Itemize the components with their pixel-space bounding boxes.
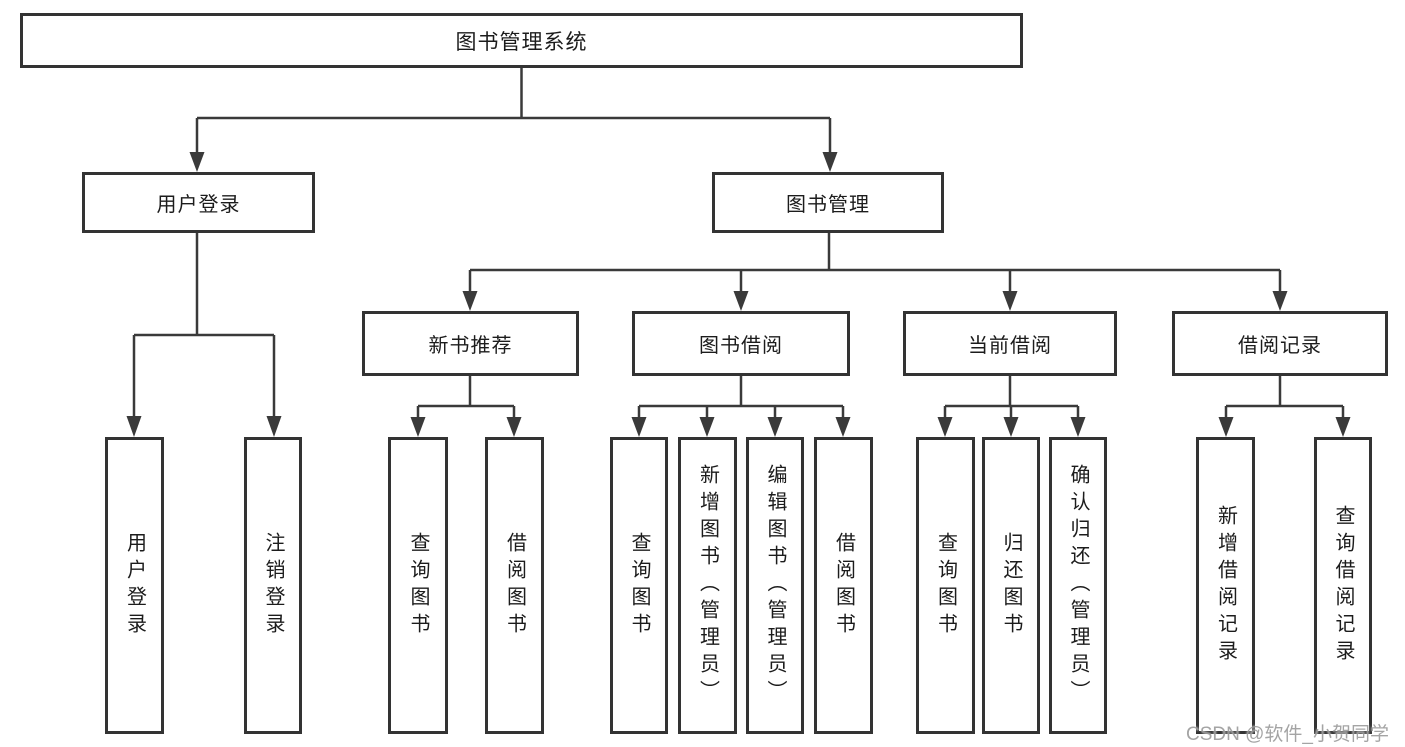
edge-user-login-to-children [126,233,282,437]
leaf-logout: 注销登录 [244,437,302,734]
leaf-borrow-edit-books-admin: 编辑图书（管理员） [746,437,804,734]
edge-new-book-to-children [410,376,522,437]
leaf-newbook-query-books: 查询图书 [388,437,448,734]
edge-book-borrow-to-children [631,376,851,437]
edge-borrow-record-to-children [1218,376,1351,437]
node-book-management: 图书管理 [712,172,944,233]
node-book-borrowing: 图书借阅 [632,311,850,376]
edge-current-borrow-to-children [937,376,1086,437]
csdn-watermark: CSDN @软件_小贺同学 [1186,724,1389,745]
node-library-system: 图书管理系统 [20,13,1023,68]
edge-root-to-children [189,68,838,172]
leaf-borrow-query-books: 查询图书 [610,437,668,734]
leaf-records-add-record: 新增借阅记录 [1196,437,1255,734]
node-new-book-recommend: 新书推荐 [362,311,579,376]
leaf-newbook-borrow-books: 借阅图书 [485,437,544,734]
leaf-borrow-borrow-books: 借阅图书 [814,437,873,734]
edge-book-mgmt-to-children [462,233,1288,311]
node-borrowing-records: 借阅记录 [1172,311,1388,376]
leaf-borrow-add-books-admin: 新增图书（管理员） [678,437,737,734]
leaf-user-login: 用户登录 [105,437,164,734]
leaf-records-query-record: 查询借阅记录 [1314,437,1372,734]
node-user-login: 用户登录 [82,172,315,233]
leaf-current-query-books: 查询图书 [916,437,975,734]
leaf-current-confirm-return-admin: 确认归还（管理员） [1049,437,1107,734]
leaf-current-return-books: 归还图书 [982,437,1040,734]
node-current-borrowing: 当前借阅 [903,311,1117,376]
